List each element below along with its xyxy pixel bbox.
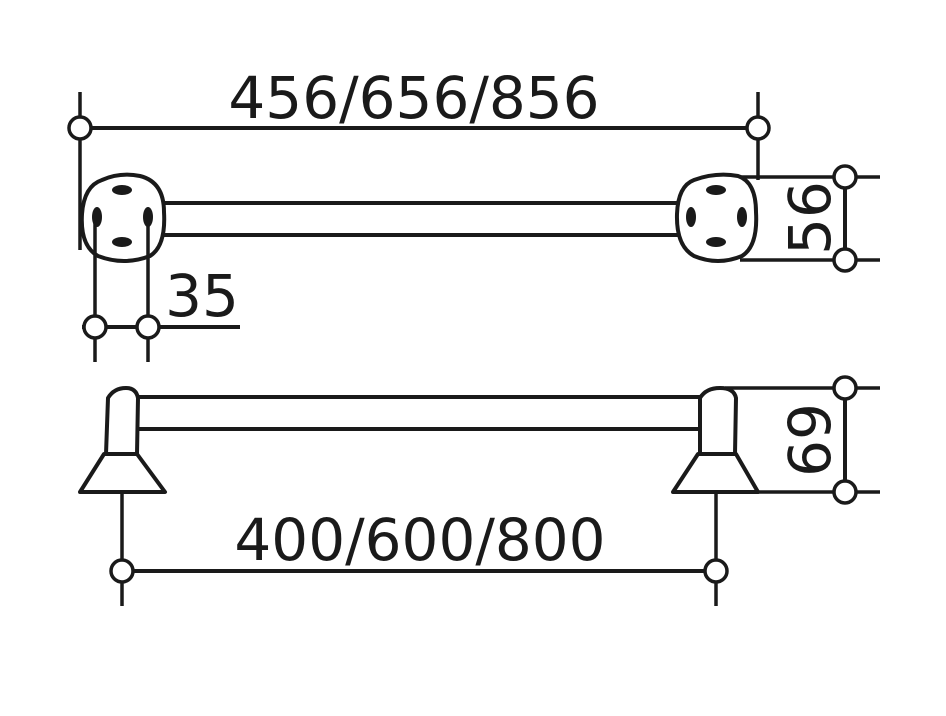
side-view-left-post xyxy=(104,386,140,456)
left-rosette-hole-right xyxy=(143,207,153,227)
top-view xyxy=(79,172,759,263)
right-rosette-hole-right xyxy=(737,207,747,227)
center-distance-label: 400/600/800 xyxy=(234,506,605,574)
left-rosette-hole-top xyxy=(112,185,132,195)
overall-length-label: 456/656/856 xyxy=(228,64,599,132)
top-view-bar xyxy=(148,201,700,237)
left-rosette-hole-bottom xyxy=(112,237,132,247)
base-height-dimension: 56 xyxy=(740,164,880,273)
right-rosette-hole-bottom xyxy=(706,237,726,247)
center-distance-dimension: 400/600/800 xyxy=(109,492,729,606)
base-height-label: 56 xyxy=(776,181,844,255)
base-width-label: 35 xyxy=(165,262,239,330)
side-view-bar xyxy=(130,395,710,431)
top-view-left-rosette xyxy=(79,172,167,263)
right-rosette-hole-top xyxy=(706,185,726,195)
side-view-right-post xyxy=(698,386,738,456)
top-view-right-rosette xyxy=(674,172,759,263)
side-view-left-base xyxy=(78,452,167,494)
projection-dimension: 69 xyxy=(725,375,880,505)
side-view xyxy=(78,386,760,494)
base-width-dimension: 35 xyxy=(82,218,240,362)
overall-length-dimension: 456/656/856 xyxy=(67,64,771,250)
side-view-right-base xyxy=(671,452,760,494)
projection-label: 69 xyxy=(776,403,844,477)
right-rosette-hole-left xyxy=(686,207,696,227)
